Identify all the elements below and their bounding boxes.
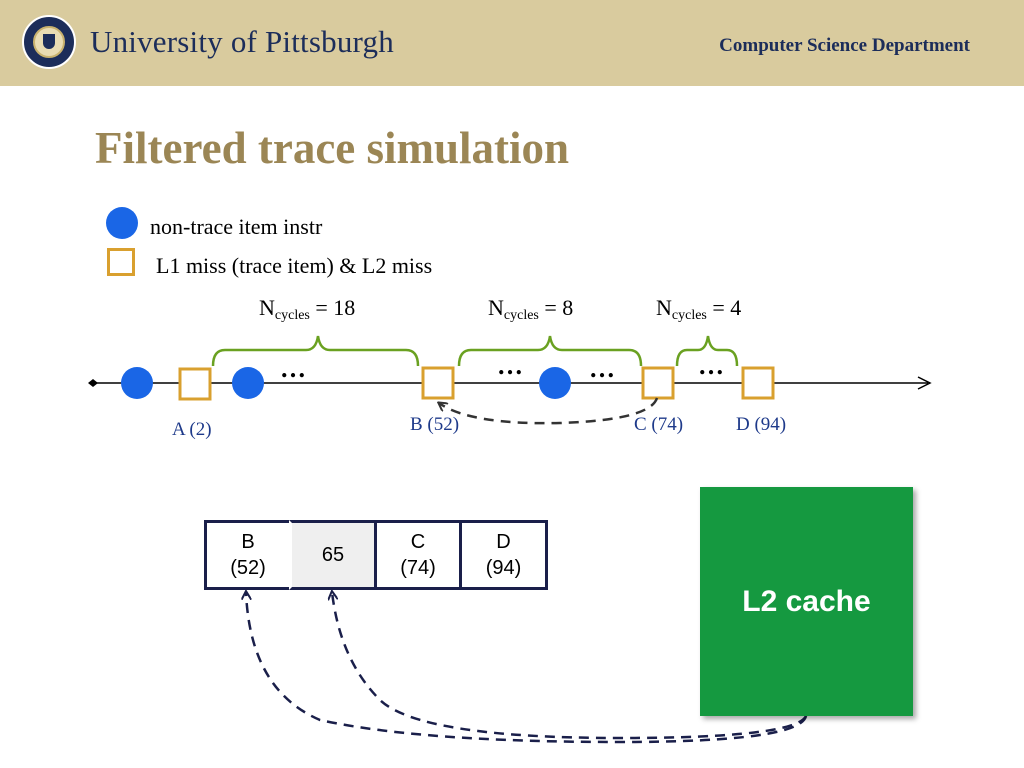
header-bar: University of Pittsburgh Computer Scienc… — [0, 0, 1024, 86]
trace-square-b — [421, 366, 455, 400]
ellipsis-4: … — [698, 351, 724, 380]
timeline-label-c: C (74) — [634, 414, 684, 435]
university-wordmark: University of Pittsburgh — [90, 24, 394, 59]
timeline-axis — [88, 376, 932, 390]
instr-circle-3 — [539, 367, 571, 399]
l2-cache-label: L2 cache — [742, 584, 871, 618]
trace-square-d — [741, 366, 775, 400]
ncycles-label-3: Ncycles = 4 — [656, 295, 742, 323]
l2-to-b-arrow — [246, 592, 808, 744]
ncycles-label-2: Ncycles = 8 — [488, 295, 574, 323]
buffer-cell-c: C(74) — [374, 520, 462, 590]
ellipsis-3: … — [589, 354, 615, 383]
buffer-cell-d: D(94) — [459, 520, 548, 590]
buffer-cell-65: 65 — [289, 520, 377, 590]
department-name: Computer Science Department — [719, 35, 970, 56]
legend-circle-label: non-trace item instr — [150, 214, 323, 239]
legend-square-label: L1 miss (trace item) & L2 miss — [156, 253, 433, 278]
ncycles-label-1: Ncycles = 18 — [259, 295, 356, 323]
ellipsis-2: … — [497, 351, 523, 380]
buffer-cell-b: B(52) — [204, 520, 292, 590]
cycle-brace-2 — [457, 335, 643, 367]
trace-square-a — [178, 367, 212, 401]
l2-to-65-arrow — [332, 592, 808, 740]
instr-circle-2 — [232, 367, 264, 399]
timeline-label-a: A (2) — [172, 419, 212, 440]
cycle-brace-1 — [211, 335, 420, 367]
trace-square-c — [641, 366, 675, 400]
legend-circle-icon — [106, 207, 138, 239]
ellipsis-1: … — [280, 354, 306, 383]
slide-title: Filtered trace simulation — [95, 123, 570, 173]
l2-cache-box: L2 cache — [700, 487, 913, 716]
instr-circle-1 — [121, 367, 153, 399]
timeline-label-d: D (94) — [736, 414, 787, 435]
university-seal-icon — [22, 15, 76, 69]
legend-square-icon — [107, 248, 135, 276]
cycle-brace-3 — [675, 335, 739, 367]
timeline-dashed-arrow — [439, 397, 659, 425]
timeline-label-b: B (52) — [410, 414, 460, 435]
